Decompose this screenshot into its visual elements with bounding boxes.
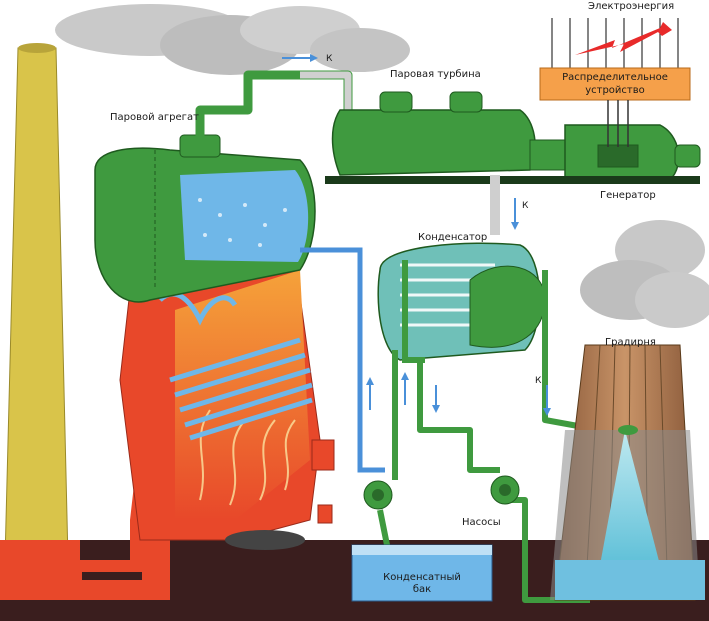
smoke-cloud-chimney	[55, 4, 410, 75]
flue-gap	[82, 572, 142, 580]
furnace-flames	[175, 270, 310, 520]
ash-port	[317, 504, 333, 524]
chimney	[4, 47, 69, 561]
steam-pipe-hot-section	[300, 71, 352, 110]
power-lines	[551, 18, 679, 68]
heating-coils	[169, 337, 313, 441]
steam-pipe	[195, 70, 353, 137]
flow-arrowhead-turbine-outlet	[511, 222, 519, 230]
distribution-device	[539, 67, 691, 101]
electricity-lightning-icon	[575, 22, 672, 55]
pump-2	[490, 475, 520, 505]
label-electricity: Электроэнергия	[588, 1, 674, 12]
coal-grate	[225, 530, 305, 550]
turbine-cap-1	[379, 91, 413, 113]
label-steam-turbine: Паровая турбина	[390, 69, 481, 80]
generator-exciter	[674, 144, 701, 168]
generator-cables	[607, 100, 629, 147]
turbine-cap-2	[449, 91, 483, 113]
label-distribution-line1: Распределительное	[562, 72, 668, 83]
pump-1	[363, 480, 393, 510]
tower-water-spray	[600, 430, 660, 565]
flow-arrowhead-turbine-inlet	[310, 54, 318, 62]
turbine-coupling	[529, 139, 571, 171]
generator-terminal-box	[597, 144, 639, 168]
turbine-foundation	[325, 176, 700, 184]
feedwater-pipe	[300, 247, 385, 473]
water-bubbles	[198, 198, 287, 247]
chimney-top	[18, 43, 56, 53]
label-condensate-tank-line1: Конденсатный	[383, 572, 461, 583]
label-k-turbine-outlet: К	[522, 201, 529, 211]
steam-turbine	[331, 109, 536, 176]
label-cooling-tower: Градирня	[605, 337, 656, 348]
label-condensate-tank-line2: бак	[413, 584, 431, 595]
condensate-tank-surface	[352, 545, 492, 555]
steam-dome	[179, 134, 221, 158]
label-k-turbine-inlet: К	[326, 54, 333, 64]
flow-arrows-condensate	[366, 372, 551, 416]
boiler-water	[180, 170, 309, 262]
label-steam-unit: Паровой агрегат	[110, 112, 199, 123]
burner-port	[311, 439, 335, 471]
steam-cloud-tower	[580, 220, 709, 328]
label-distribution-line2: устройство	[585, 85, 645, 96]
tower-basin	[555, 560, 705, 600]
label-pumps: Насосы	[462, 517, 501, 528]
label-generator: Генератор	[600, 190, 656, 201]
tower-sprinkler	[618, 425, 638, 435]
label-k-tower: К	[535, 376, 542, 386]
label-condenser: Конденсатор	[418, 232, 487, 243]
